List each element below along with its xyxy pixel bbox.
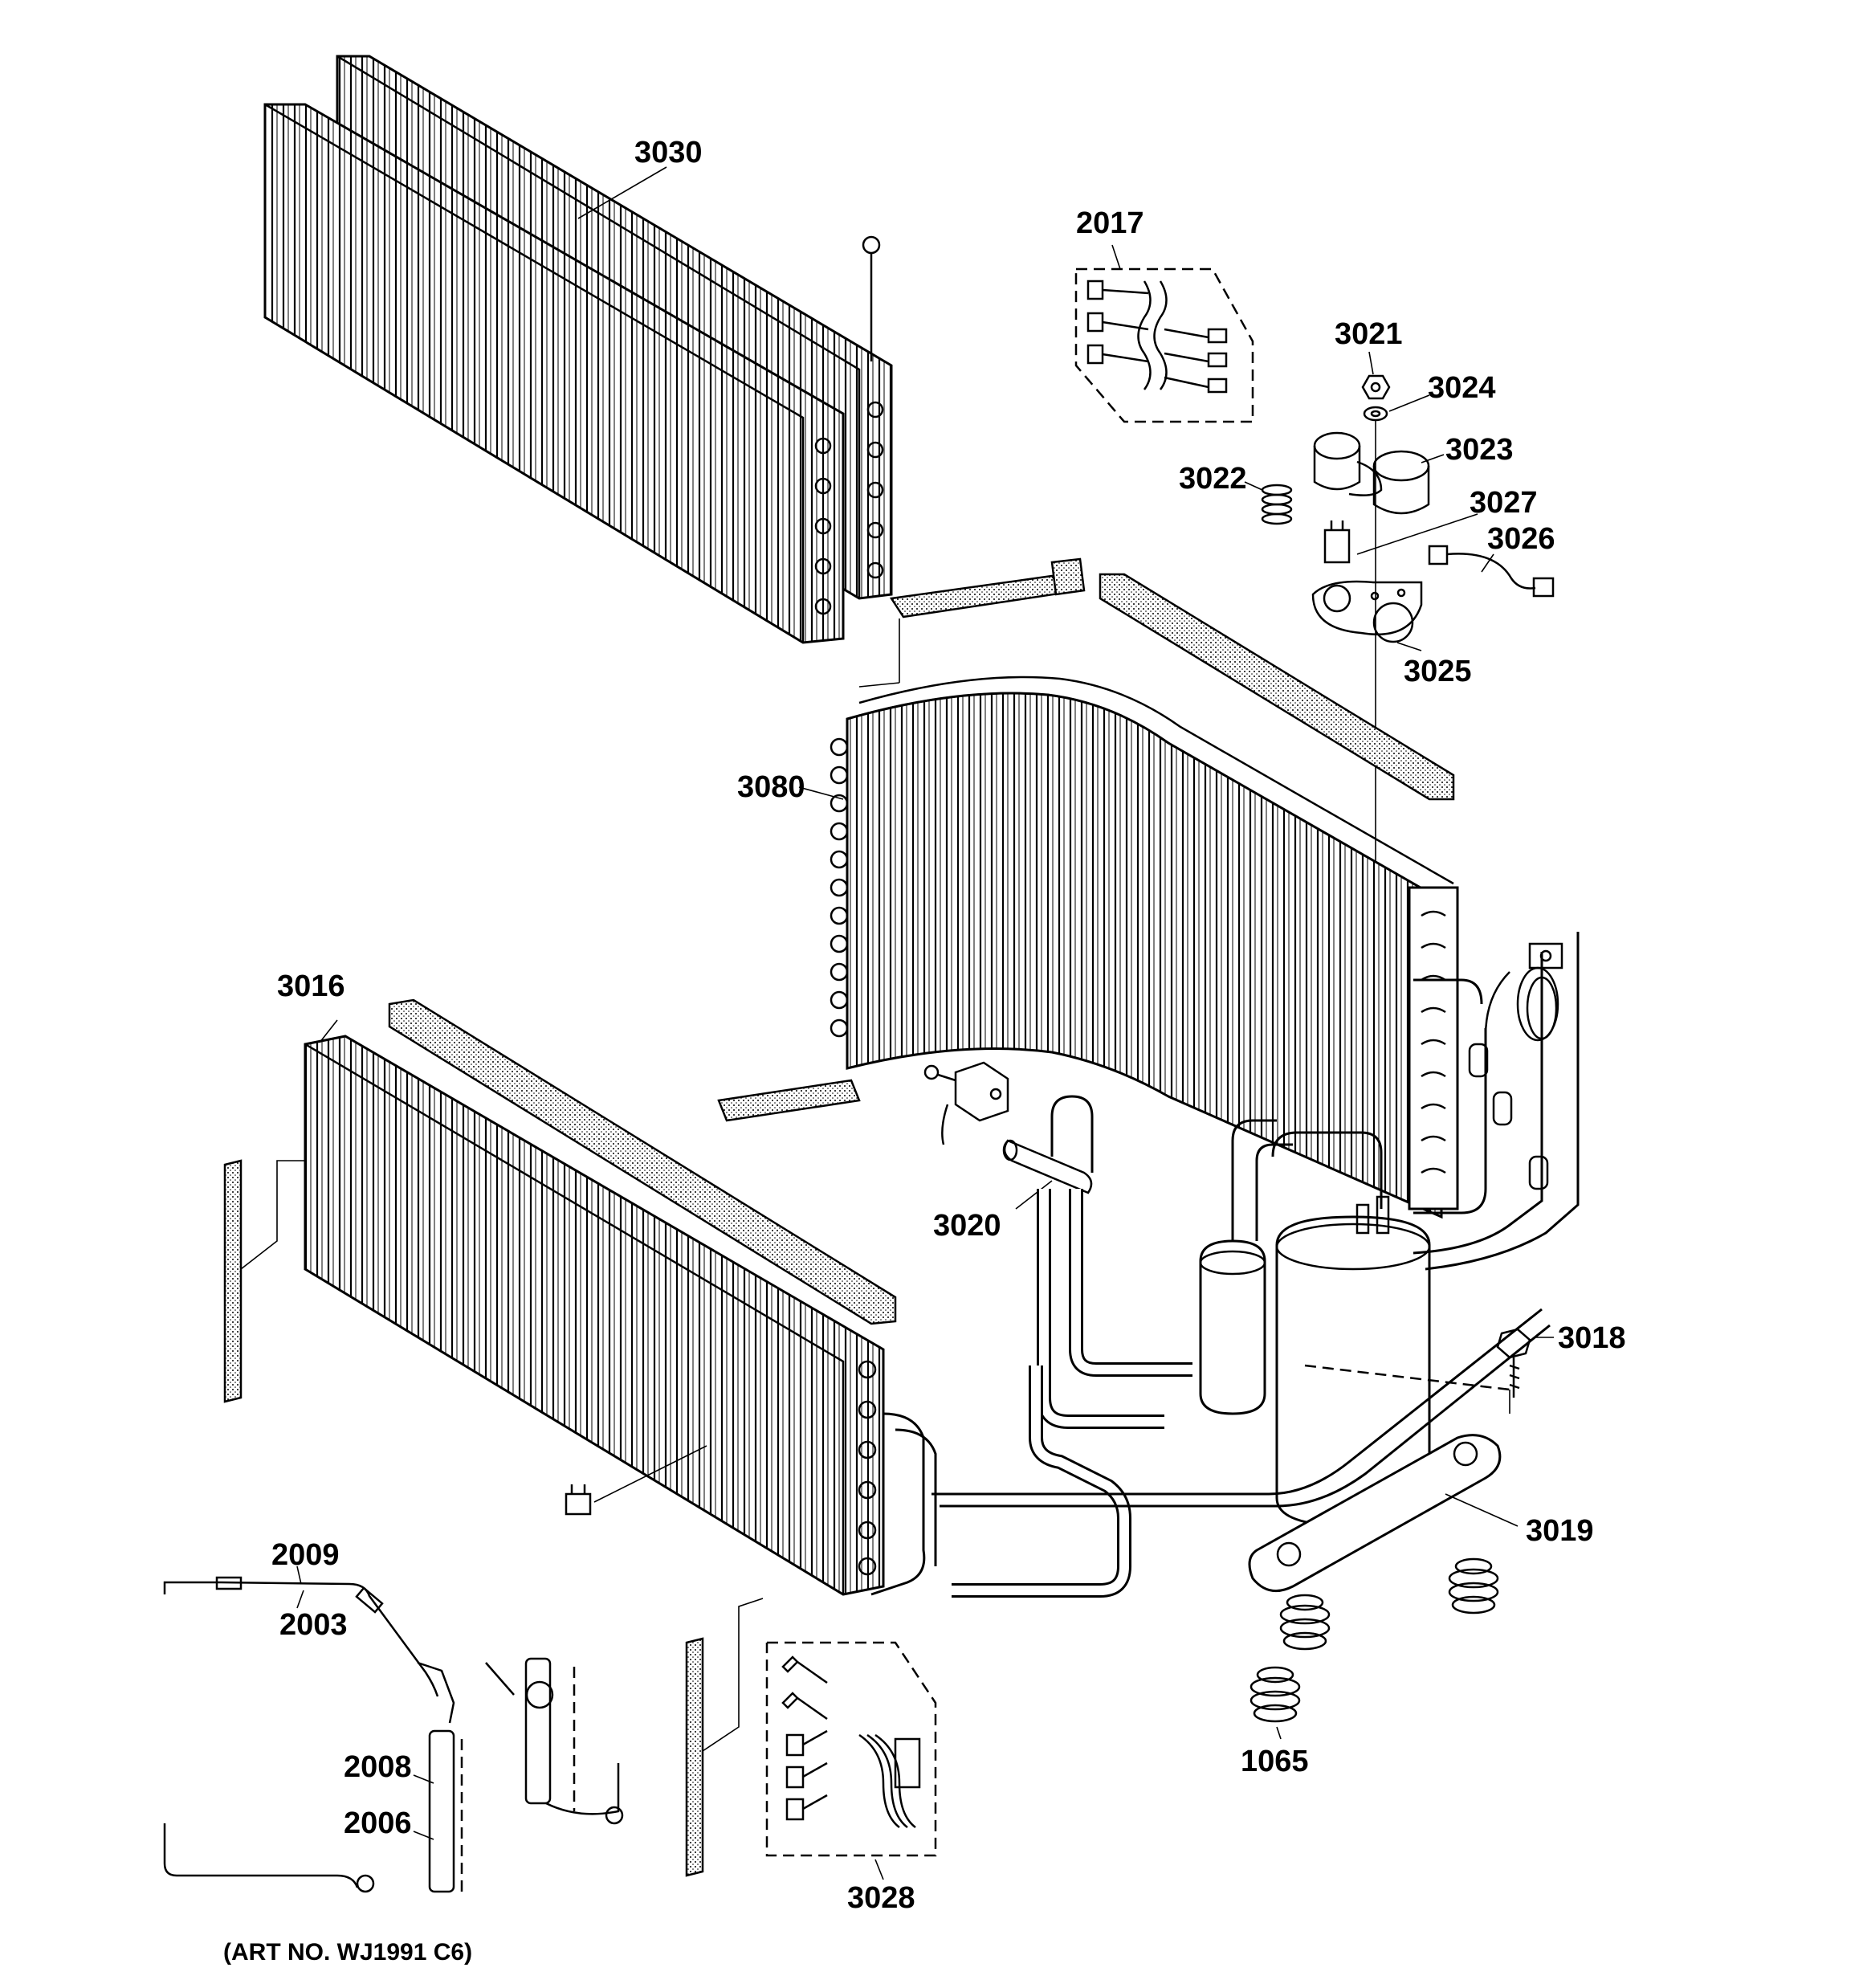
callout-3025: 3025 <box>1404 655 1472 688</box>
callout-3027: 3027 <box>1470 486 1538 520</box>
evaporator-coil-3080 <box>798 676 1459 1219</box>
callout-3018: 3018 <box>1558 1321 1626 1355</box>
callout-3080: 3080 <box>737 770 805 804</box>
wire-harness-3028 <box>765 1641 937 1880</box>
condenser-coil-3030 <box>263 55 893 644</box>
callout-3020: 3020 <box>933 1209 1001 1243</box>
callout-2003: 2003 <box>279 1608 348 1642</box>
compressor-3019 <box>1199 932 1580 1593</box>
callout-2017: 2017 <box>1076 206 1144 240</box>
bolt-3018 <box>1496 1328 1554 1398</box>
callout-3030: 3030 <box>634 136 703 169</box>
callout-1065: 1065 <box>1241 1745 1309 1778</box>
callout-3023: 3023 <box>1445 433 1514 467</box>
callout-3022: 3022 <box>1179 462 1247 496</box>
sensor-assemblies <box>163 1565 624 1893</box>
grommets-1065 <box>1249 1557 1499 1740</box>
reversing-valve-3020 <box>923 1061 1192 1429</box>
callout-2008: 2008 <box>344 1750 412 1784</box>
callout-2006: 2006 <box>344 1806 412 1840</box>
callout-3028: 3028 <box>847 1881 915 1915</box>
condenser-coil-3016 <box>223 998 897 1877</box>
art-number: (ART NO. WJ1991 C6) <box>223 1939 472 1966</box>
callout-3021: 3021 <box>1335 317 1403 351</box>
wire-harness-2017 <box>1074 244 1254 423</box>
foam-seals-upper <box>858 557 1455 801</box>
callout-3026: 3026 <box>1487 522 1555 556</box>
callout-3024: 3024 <box>1428 371 1496 405</box>
callout-2009: 2009 <box>271 1538 340 1572</box>
callout-3019: 3019 <box>1526 1514 1594 1548</box>
refrigerant-tubing <box>870 942 1563 1598</box>
callout-3016: 3016 <box>277 970 345 1003</box>
